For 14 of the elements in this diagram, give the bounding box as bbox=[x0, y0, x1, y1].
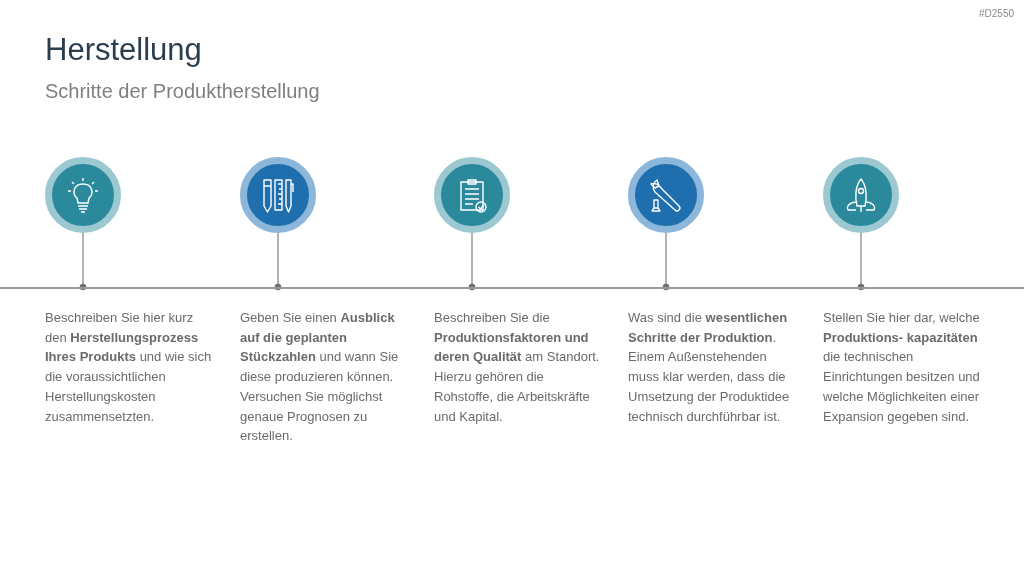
connector-line bbox=[468, 232, 476, 291]
description-text: Was sind die wesentlichen Schritte der Produktion. Einem Außenstehenden muss klar werden, dass die Umsetzung der Produktidee technisch durchführbar ist. bbox=[628, 309, 791, 426]
subtitle: Schritte der Produktherstellung bbox=[45, 80, 320, 103]
description-text: Beschreiben Sie die Produktionsfaktoren und deren Qualität am Standort. Hierzu gehören die Rohstoffe, die Arbeitskräfte und Kapital. bbox=[434, 309, 601, 426]
description-text: Beschreiben Sie hier kurz den Herstellungsprozess Ihres Produkts und wie sich die voraussichtlichen Herstellungskosten zusammensetzten. bbox=[45, 309, 213, 426]
document-code: #D2550 bbox=[978, 8, 1014, 19]
description-text: Stellen Sie hier dar, welche Produktions- kapazitäten die technischen Einrichtungen besitzen und welche Möglichkeiten einer Expansion gegeben sind. bbox=[823, 309, 981, 426]
connector-line bbox=[79, 232, 87, 291]
connector-line bbox=[274, 232, 282, 291]
connector-line bbox=[857, 232, 865, 291]
timeline-bar bbox=[0, 287, 1024, 289]
description-text: Geben Sie einen Ausblick auf die geplanten Stückzahlen und wann Sie diese produzieren können. Versuchen Sie möglichst genaue Prognosen zu erstellen. bbox=[240, 309, 400, 446]
title: Herstellung bbox=[45, 32, 202, 68]
connector-line bbox=[662, 232, 670, 291]
